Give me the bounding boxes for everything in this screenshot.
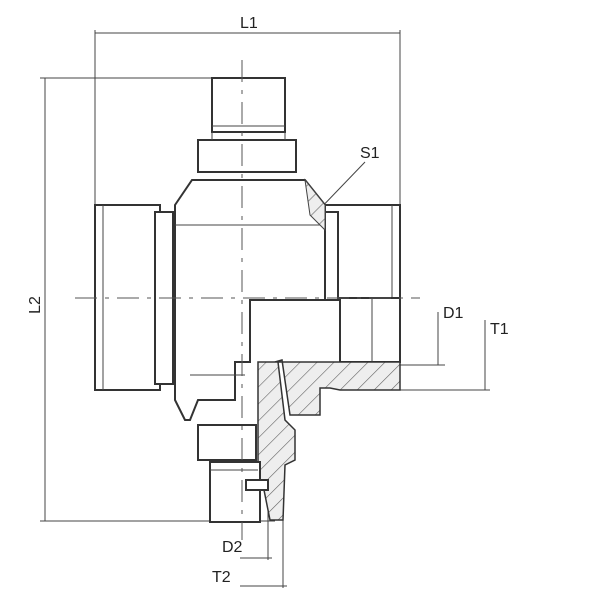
label-d2: D2	[222, 539, 243, 556]
section-hatch	[274, 359, 401, 416]
bottom-stub	[209, 461, 261, 523]
label-s1: S1	[360, 145, 380, 162]
label-d1: D1	[443, 305, 464, 322]
label-t1: T1	[490, 321, 509, 338]
top-hex	[197, 139, 297, 173]
label-t2: T2	[212, 569, 231, 586]
outlet-tube	[339, 297, 401, 363]
label-l1: L1	[240, 15, 258, 32]
label-l2: L2	[27, 296, 44, 314]
bottom-hex	[197, 424, 257, 461]
top-nut	[211, 77, 286, 133]
